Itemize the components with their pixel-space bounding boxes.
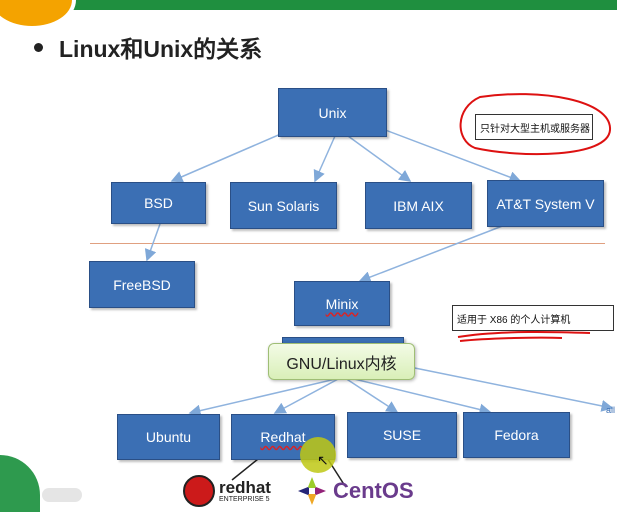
arrow-kernel-right — [399, 364, 614, 412]
red-circle-annotation — [459, 93, 612, 156]
arrow-kernel-ubuntu — [188, 377, 341, 417]
top-band — [0, 0, 617, 10]
arrow-bsd-freebsd — [144, 223, 161, 262]
redhat-hat-icon — [183, 475, 215, 507]
sun-solaris-box: Sun Solaris — [230, 182, 337, 229]
bullet-icon — [34, 43, 43, 53]
kernel-box: GNU/Linux内核 — [268, 343, 415, 380]
redhat-brand-text: redhat — [219, 478, 271, 497]
arrow-unix-sun — [313, 135, 336, 183]
red-underline-annotation — [457, 330, 591, 338]
arrow-unix-aix — [347, 135, 412, 182]
centos-text: CentOS — [333, 478, 414, 503]
x86-note: 适用于 X86 的个人计算机 — [452, 305, 614, 331]
cursor-icon: ↖ — [317, 452, 329, 468]
redhat-sub-text: ENTERPRISE 5 — [219, 496, 270, 503]
partial-right-label: all — [606, 405, 616, 415]
arrow-att-minix — [358, 224, 506, 283]
minix-box: Minix — [294, 281, 390, 326]
arrow-kernel-redhat — [273, 377, 341, 414]
redhat-logo: redhat ENTERPRISE 5 — [183, 475, 271, 507]
unix-box: Unix — [278, 88, 387, 137]
bsd-box: BSD — [111, 182, 206, 224]
mainframe-note: 只针对大型主机或服务器 — [475, 114, 593, 140]
att-system-v-box: AT&T System V — [487, 180, 604, 227]
centos-logo: CentOS — [297, 476, 414, 506]
bottom-controls — [42, 488, 82, 502]
freebsd-box: FreeBSD — [89, 261, 195, 308]
divider-line — [90, 243, 605, 244]
arrow-kernel-suse — [344, 377, 399, 413]
arrow-unix-bsd — [170, 129, 291, 183]
arrow-unix-att — [379, 127, 522, 183]
cursor-highlight — [300, 437, 336, 473]
centos-mark-icon — [298, 477, 326, 505]
suse-box: SUSE — [347, 412, 457, 458]
slide-heading: Linux和Unix的关系 — [34, 30, 262, 64]
ibm-aix-box: IBM AIX — [365, 182, 472, 229]
ubuntu-box: Ubuntu — [117, 414, 220, 460]
fedora-box: Fedora — [463, 412, 570, 458]
arrow-kernel-fedora — [349, 377, 492, 416]
